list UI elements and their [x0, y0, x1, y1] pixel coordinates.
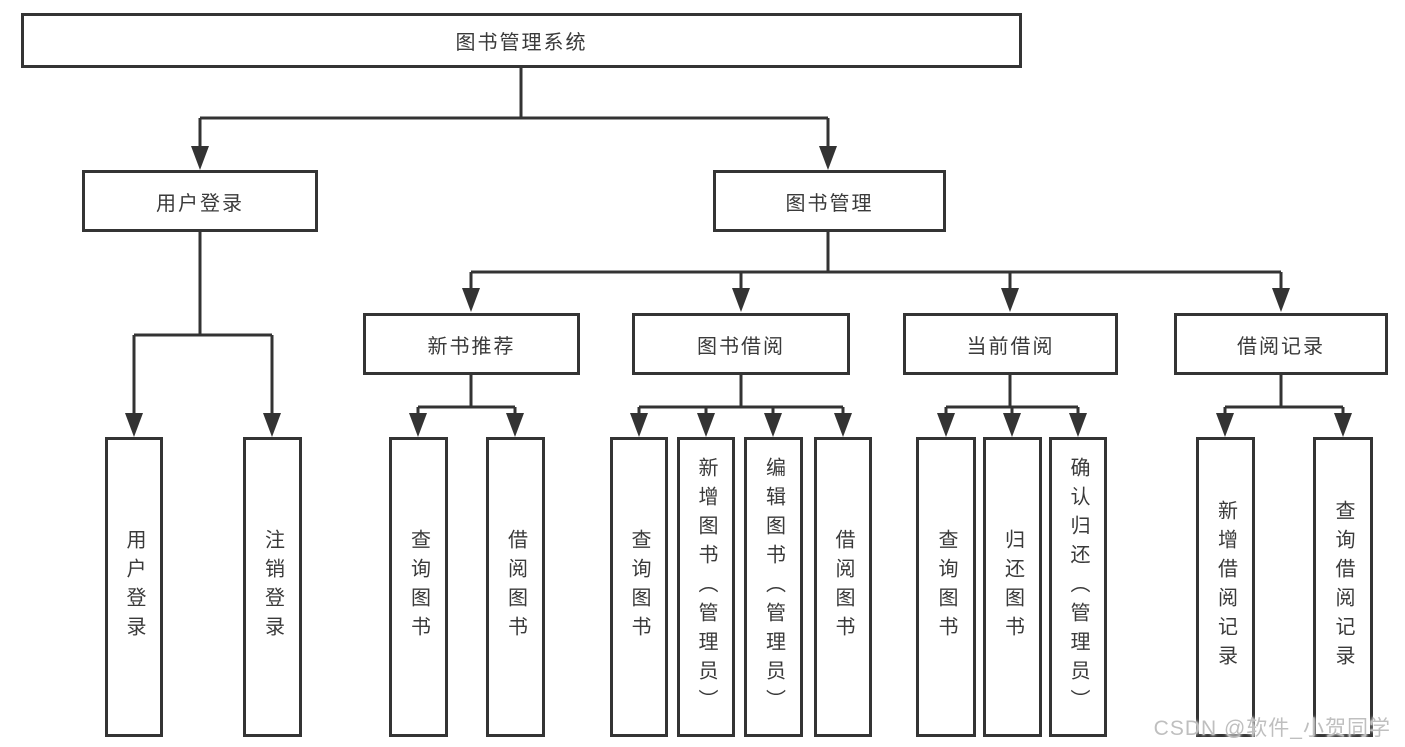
connector-new-book-recommend	[416, 375, 517, 417]
leaf-records-add-record: 新增借阅记录	[1196, 437, 1255, 737]
leaf-borrow-add-books-admin-label: 新增图书（管理员）	[695, 456, 717, 718]
node-book-management: 图书管理	[713, 170, 946, 232]
leaf-recommend-query-books: 查询图书	[389, 437, 448, 737]
connector-book-management	[469, 232, 1283, 292]
leaf-records-add-record-label: 新增借阅记录	[1214, 500, 1237, 674]
leaf-current-confirm-return-admin-label: 确认归还（管理员）	[1067, 456, 1089, 718]
arrowhead-borrow-edit-books	[764, 413, 782, 437]
leaf-user-login: 用户登录	[105, 437, 163, 737]
arrowhead-borrow-query-books	[630, 413, 648, 437]
arrowhead-current-borrow	[1001, 288, 1019, 312]
leaf-records-query-record: 查询借阅记录	[1313, 437, 1373, 737]
leaf-logout-label: 注销登录	[261, 529, 284, 645]
leaf-current-query-books: 查询图书	[916, 437, 976, 737]
arrowhead-borrow-add-books	[697, 413, 715, 437]
node-user-login: 用户登录	[82, 170, 318, 232]
leaf-current-return-books-label: 归还图书	[1001, 529, 1024, 645]
node-current-borrow: 当前借阅	[903, 313, 1118, 375]
arrowhead-recommend-query-books	[409, 413, 427, 437]
connector-user-login	[132, 232, 274, 417]
leaf-borrow-add-books-admin: 新增图书（管理员）	[677, 437, 735, 737]
arrowhead-records-query-record	[1334, 413, 1352, 437]
arrowhead-recommend-borrow-books	[506, 413, 524, 437]
leaf-user-login-label: 用户登录	[123, 529, 145, 645]
leaf-current-confirm-return-admin: 确认归还（管理员）	[1049, 437, 1107, 737]
arrowhead-leaf-logout	[263, 413, 281, 437]
arrowhead-book-borrow	[732, 288, 750, 312]
leaf-recommend-borrow-books-label: 借阅图书	[504, 529, 527, 645]
leaf-current-return-books: 归还图书	[983, 437, 1042, 737]
leaf-borrow-query-books: 查询图书	[610, 437, 668, 737]
arrowhead-current-return-books	[1003, 413, 1021, 437]
leaf-borrow-borrow-books: 借阅图书	[814, 437, 872, 737]
leaf-borrow-edit-books-admin-label: 编辑图书（管理员）	[762, 456, 785, 718]
node-borrow-records: 借阅记录	[1174, 313, 1388, 375]
arrowhead-current-confirm-return	[1069, 413, 1087, 437]
arrowhead-book-management	[819, 146, 837, 170]
connector-borrow-records	[1223, 375, 1345, 417]
node-root: 图书管理系统	[21, 13, 1022, 68]
leaf-logout: 注销登录	[243, 437, 302, 737]
arrowhead-user-login	[191, 146, 209, 170]
node-book-borrow: 图书借阅	[632, 313, 850, 375]
arrowhead-borrow-borrow-books	[834, 413, 852, 437]
leaf-borrow-edit-books-admin: 编辑图书（管理员）	[744, 437, 803, 737]
leaf-recommend-query-books-label: 查询图书	[407, 529, 430, 645]
leaf-borrow-query-books-label: 查询图书	[628, 529, 650, 645]
connector-book-borrow	[637, 375, 845, 417]
arrowhead-records-add-record	[1216, 413, 1234, 437]
arrowhead-new-book-recommend	[462, 288, 480, 312]
connector-root	[198, 68, 830, 150]
arrowhead-current-query-books	[937, 413, 955, 437]
leaf-records-query-record-label: 查询借阅记录	[1332, 500, 1354, 674]
leaf-current-query-books-label: 查询图书	[935, 529, 957, 645]
arrowhead-borrow-records	[1272, 288, 1290, 312]
leaf-recommend-borrow-books: 借阅图书	[486, 437, 545, 737]
node-new-book-recommend: 新书推荐	[363, 313, 580, 375]
leaf-borrow-borrow-books-label: 借阅图书	[832, 529, 854, 645]
arrowhead-leaf-user-login	[125, 413, 143, 437]
connector-current-borrow	[944, 375, 1080, 417]
